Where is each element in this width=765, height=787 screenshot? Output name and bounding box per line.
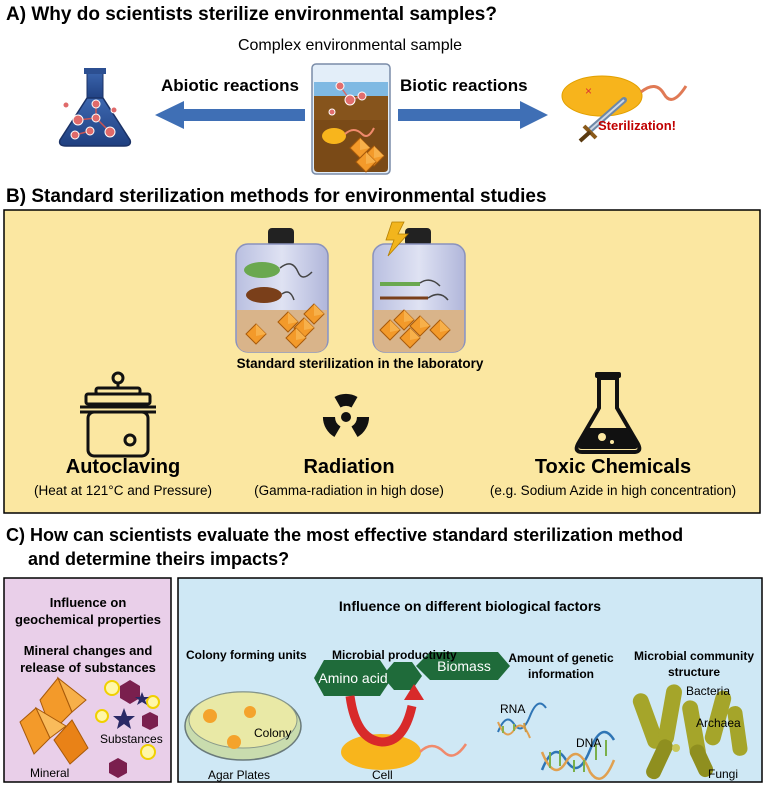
bacterium-sword-icon: × [561,75,688,143]
fungi-label: Fungi [708,767,739,781]
geo-subtitle: Mineral changes and release of substance… [20,643,156,675]
method-desc-radiation: (Gamma-radiation in high dose) [254,483,444,498]
archaea-label: Archaea [696,716,741,730]
amino-acid-label: Amino acid [318,670,388,686]
flask-icon [58,68,132,147]
agar-label: Agar Plates [208,768,271,782]
geo-title: Influence on geochemical properties [15,595,161,627]
bacteria-label: Bacteria [686,684,731,698]
productivity-label: Microbial productivity [332,648,457,662]
section-c-heading-line2: and determine theirs impacts? [28,549,290,569]
method-desc-autoclaving: (Heat at 121°C and Pressure) [34,483,212,498]
bio-title: Influence on different biological factor… [338,598,602,614]
colony-label: Colony [254,726,292,740]
mineral-icon [19,676,89,765]
substances-label: Substances [100,732,163,746]
productivity-icon [314,652,510,770]
dna-strand-icon [540,730,616,780]
jar-icon-sterilized [372,221,466,353]
microbial-community-icon [632,684,748,780]
community-label: Microbial community structure [633,649,755,679]
rna-strand-icon [497,702,547,739]
substances-icon [95,680,160,778]
svg-text:×: × [585,84,592,98]
lab-caption: Standard sterilization in the laboratory [236,356,484,371]
jar-icon-untreated [235,228,329,353]
method-title-radiation: Radiation [303,456,395,478]
method-desc-chemicals: (e.g. Sodium Azide in high concentration… [489,483,737,498]
arrow-left-abiotic [155,101,305,129]
beaker-icon [311,63,391,175]
section-b-heading: B) Standard sterilization methods for en… [6,186,547,207]
genetic-label: Amount of genetic information [508,651,614,681]
biomass-label: Biomass [437,658,491,674]
sterilization-label: Sterilization! [598,118,677,133]
section-a-heading: A) Why do scientists sterilize environme… [6,4,497,25]
method-title-chemicals: Toxic Chemicals [534,456,692,478]
rna-label: RNA [500,702,526,716]
radiation-icon [322,393,370,437]
autoclave-icon [80,371,156,458]
lightning-icon [385,221,409,257]
mineral-label: Mineral [30,766,70,780]
dna-label: DNA [576,736,602,750]
section-c-heading-line1: C) How can scientists evaluate the most … [6,525,684,545]
chemical-flask-icon [574,372,642,454]
abiotic-label: Abiotic reactions [161,76,299,95]
method-title-autoclaving: Autoclaving [65,456,181,478]
cell-label: Cell [372,768,393,782]
arrow-right-biotic [398,101,548,129]
biotic-label: Biotic reactions [400,76,528,95]
agar-plate-icon [184,691,302,761]
cfu-label: Colony forming units [186,648,307,662]
sample-label: Complex environmental sample [237,37,463,54]
